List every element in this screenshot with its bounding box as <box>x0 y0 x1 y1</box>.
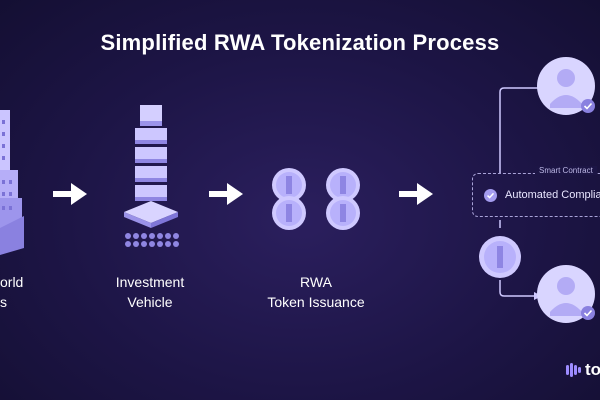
step-label-rwa-token-issuance: RWA Token Issuance <box>256 272 376 312</box>
stacked-tower-icon <box>124 105 179 247</box>
token-coins-icon <box>272 168 360 230</box>
step-label-line1: orld <box>0 274 24 290</box>
brand-name: to <box>585 360 600 379</box>
smart-contract-caption: Smart Contract <box>535 166 597 175</box>
step-label-line1: Investment <box>115 274 185 290</box>
arrow-right-icon <box>399 183 433 205</box>
step-label-line1: RWA <box>300 274 332 290</box>
step-label-real-world-assets: orld s <box>0 272 40 312</box>
avatar-icon <box>537 265 595 323</box>
arrow-right-icon <box>53 183 87 205</box>
arrow-right-icon <box>209 183 243 205</box>
token-coin-icon <box>479 236 521 278</box>
avatar-icon <box>537 57 595 115</box>
step-label-line2: Vehicle <box>127 294 173 310</box>
step-label-line2: Token Issuance <box>267 294 365 310</box>
brand-mark-icon <box>566 363 581 377</box>
step-label-line2: s <box>0 294 7 310</box>
step-label-investment-vehicle: Investment Vehicle <box>100 272 200 312</box>
diagram-title: Simplified RWA Tokenization Process <box>100 30 500 55</box>
compliance-row: Automated Complian <box>484 186 600 204</box>
check-icon <box>484 188 497 202</box>
building-icon <box>0 110 24 255</box>
brand-logo: to <box>566 360 600 380</box>
compliance-label: Automated Complian <box>505 189 600 201</box>
